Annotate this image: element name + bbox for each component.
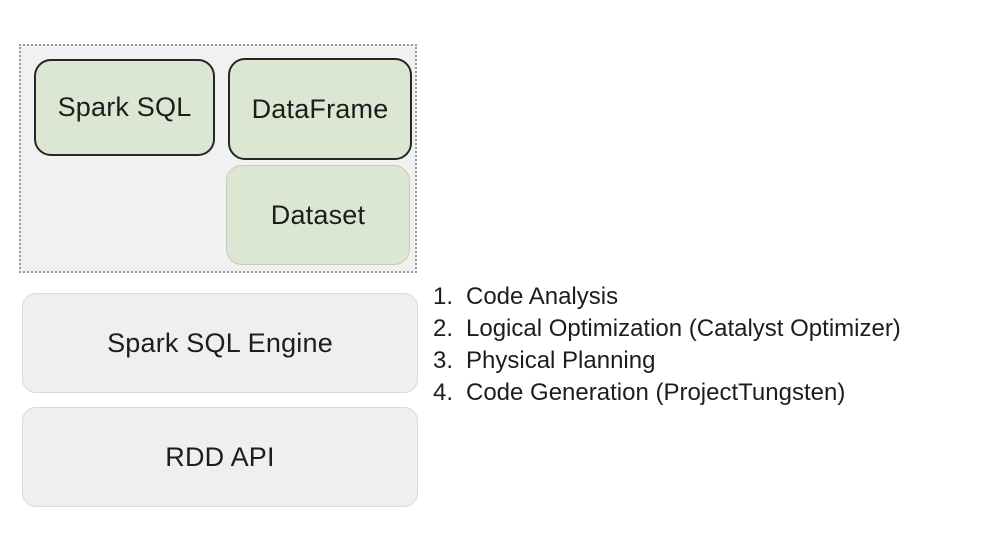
step-item: 3. Physical Planning [433, 345, 901, 377]
step-number: 2. [433, 315, 454, 342]
box-label: Dataset [270, 199, 366, 230]
dataframe-box: DataFrame [228, 58, 412, 160]
step-number: 3. [433, 347, 454, 374]
step-label: Physical Planning [466, 347, 656, 374]
box-label: Spark SQL [57, 92, 192, 122]
structured-api-panel: Spark SQL DataFrame Dataset [19, 44, 417, 273]
dataset-box: Dataset [226, 165, 410, 265]
steps-list: 1. Code Analysis 2. Logical Optimization… [433, 281, 901, 409]
box-label: Spark SQL Engine [107, 327, 333, 358]
rdd-api-box: RDD API [22, 407, 418, 507]
spark-sql-engine-box: Spark SQL Engine [22, 293, 418, 393]
step-number: 4. [433, 379, 454, 406]
box-label: DataFrame [251, 93, 389, 124]
step-item: 2. Logical Optimization (Catalyst Optimi… [433, 313, 901, 345]
box-label: RDD API [165, 441, 275, 472]
step-item: 1. Code Analysis [433, 281, 901, 313]
step-label: Code Generation (ProjectTungsten) [466, 379, 846, 406]
step-item: 4. Code Generation (ProjectTungsten) [433, 377, 901, 409]
step-label: Logical Optimization (Catalyst Optimizer… [466, 315, 901, 342]
step-number: 1. [433, 283, 454, 310]
step-label: Code Analysis [466, 283, 619, 310]
spark-sql-box: Spark SQL [34, 59, 215, 156]
